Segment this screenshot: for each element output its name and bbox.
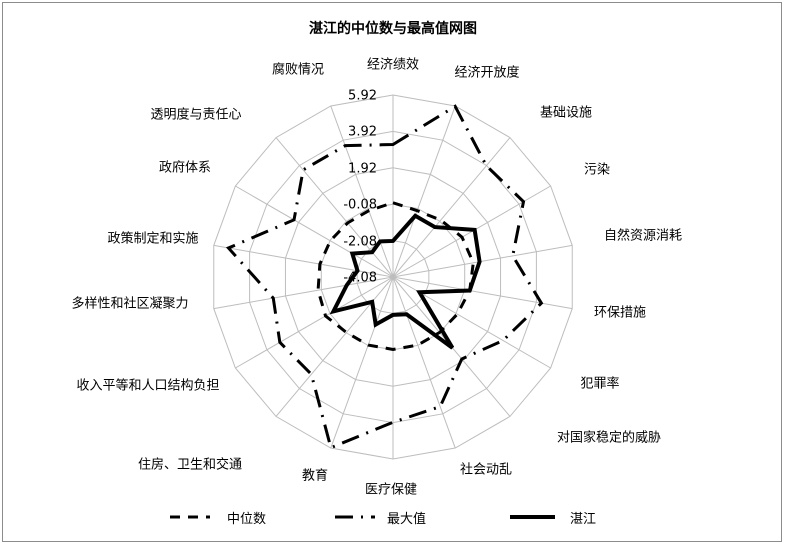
- axis-label: 经济开放度: [454, 65, 520, 81]
- tick-label: 5.92: [348, 88, 377, 104]
- grid-spoke: [392, 137, 511, 278]
- axis-label: 教育: [301, 468, 329, 484]
- tick-label: 1.92: [348, 161, 377, 177]
- grid-spoke: [235, 185, 394, 278]
- grid-spoke: [392, 276, 456, 449]
- grid-spoke: [392, 105, 456, 278]
- grid-spoke: [330, 276, 394, 449]
- grid-spoke: [213, 244, 394, 278]
- axis-label: 住房、卫生和交通: [137, 457, 243, 473]
- legend-label-zhanjiang: 湛江: [570, 512, 597, 527]
- axis-label: 腐败情况: [271, 62, 325, 78]
- axis-label: 医疗保健: [364, 482, 418, 498]
- axis-label: 多样性和社区凝聚力: [71, 296, 189, 312]
- max-series-line: [225, 104, 544, 450]
- tick-label: -2.08: [343, 234, 377, 250]
- axis-label: 犯罪率: [580, 376, 620, 392]
- axis-label: 经济绩效: [366, 57, 420, 73]
- chart-title: 湛江的中位数与最高值网图: [309, 21, 477, 37]
- grid-spoke: [392, 244, 573, 278]
- axis-label: 基础设施: [539, 105, 593, 121]
- grid-spoke: [235, 276, 394, 369]
- grid-spoke: [213, 276, 394, 310]
- axis-label: 环保措施: [593, 305, 647, 321]
- tick-label: 3.92: [348, 124, 377, 140]
- axis-label: 自然资源消耗: [603, 228, 683, 244]
- axis-label: 政策制定和实施: [107, 231, 199, 247]
- axis-label: 透明度与责任心: [150, 107, 242, 123]
- tick-label: -4.08: [343, 270, 377, 286]
- axis-label: 政府体系: [158, 160, 212, 176]
- axis-label: 社会动乱: [459, 462, 513, 478]
- axis-label: 对国家稳定的威胁: [556, 430, 662, 446]
- tick-label: -0.08: [343, 197, 377, 213]
- axis-label: 收入平等和人口结构负担: [76, 378, 220, 394]
- grid-spoke: [330, 105, 394, 278]
- grid-spoke: [275, 137, 394, 278]
- legend-label-median: 中位数: [227, 512, 267, 527]
- axis-label: 污染: [583, 162, 611, 178]
- legend-label-max: 最大值: [387, 512, 427, 527]
